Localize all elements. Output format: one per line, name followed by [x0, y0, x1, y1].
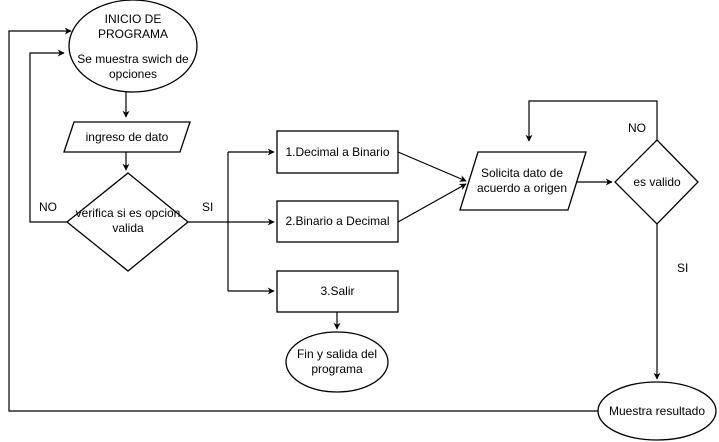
- input-data-parallelogram: [63, 121, 191, 153]
- option-decimal-binary-box: [276, 130, 399, 174]
- is-valid-decision: [614, 139, 699, 225]
- edge-validate-no-loop: [29, 49, 67, 223]
- edge-label-valid-no: NO: [628, 121, 646, 135]
- edge-result-loop-to-start: [8, 27, 598, 412]
- option-binary-decimal-box: [276, 200, 399, 243]
- edge-label-option-no: NO: [39, 200, 57, 214]
- start-terminator: [68, 0, 198, 93]
- show-result-terminator: [597, 381, 717, 441]
- edge-binary-decimal-to-request: [397, 183, 467, 223]
- option-exit-box: [276, 270, 399, 313]
- edge-valid-no-loop: [525, 100, 658, 142]
- validate-option-decision: [65, 172, 190, 272]
- end-terminator: [285, 331, 389, 393]
- edge-label-valid-yes: SI: [677, 261, 689, 275]
- edge-label-option-yes: SI: [202, 200, 214, 214]
- edge-decimal-binary-to-request: [397, 151, 467, 182]
- request-data-parallelogram: [459, 151, 587, 211]
